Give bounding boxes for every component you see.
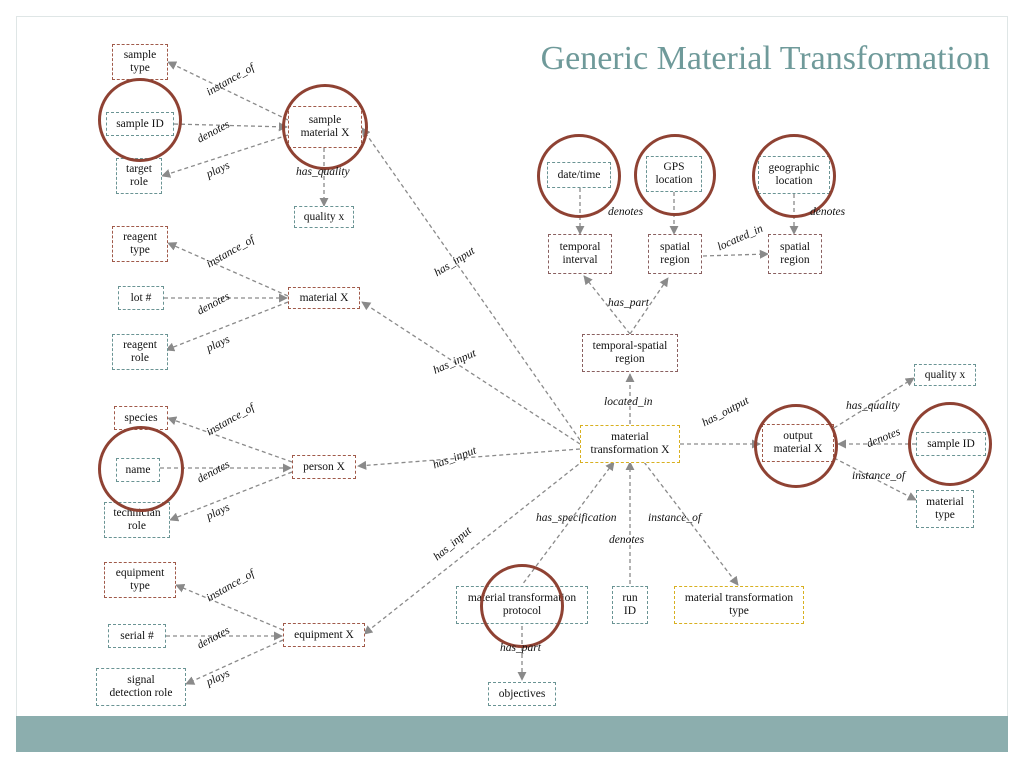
edge-located-in-top (702, 249, 769, 259)
node-objectives: objectives (488, 682, 556, 706)
node-quality-x-right: quality x (914, 364, 976, 386)
edge-plays-1 (161, 134, 289, 178)
node-temporal-interval: temporal interval (548, 234, 612, 274)
node-material-type: material type (916, 490, 974, 528)
node-spatial-region-2: spatial region (768, 234, 822, 274)
edge-instance-of-1 (167, 61, 289, 121)
node-person-x: person X (292, 455, 356, 479)
highlight-circle-gps (634, 134, 716, 216)
edge-instance-of-mt (643, 461, 739, 586)
highlight-circle-geographic (752, 134, 836, 218)
node-signal-role: signal detection role (96, 668, 186, 706)
label-has-part-top: has_part (608, 297, 649, 309)
label-located-in-mid: located_in (604, 396, 653, 408)
label-has-part-bottom: has_part (500, 642, 541, 654)
highlight-circle-name (98, 426, 184, 512)
node-equipment-x: equipment X (283, 623, 365, 647)
node-run-id: run ID (612, 586, 648, 624)
label-has-quality-2: has_quality (846, 400, 900, 412)
edge-has-quality-2 (833, 377, 915, 429)
node-spatial-region-1: spatial region (648, 234, 702, 274)
highlight-circle-output-material (754, 404, 838, 488)
footer-band (16, 716, 1008, 752)
node-reagent-role: reagent role (112, 334, 168, 370)
highlight-circle-sample-material (282, 84, 368, 170)
edge-has-input-1 (361, 127, 581, 441)
label-has-quality-1: has_quality (296, 166, 350, 178)
label-denotes-dt: denotes (608, 206, 644, 218)
node-equipment-type: equipment type (104, 562, 176, 598)
edge-instance-of-4 (175, 583, 284, 631)
edge-denotes-1 (173, 122, 288, 132)
edge-has-part-2 (629, 277, 669, 335)
edge-instance-of-2 (167, 242, 289, 297)
highlight-circle-sample-id-right (908, 402, 992, 486)
highlight-circle-sample-id (98, 78, 182, 162)
node-reagent-type: reagent type (112, 226, 168, 262)
node-serial: serial # (108, 624, 166, 648)
edge-plays-2 (165, 301, 289, 352)
node-material-x: material X (288, 287, 360, 309)
node-temporal-spatial-region: temporal-spatial region (582, 334, 678, 372)
edge-instance-of-3 (167, 416, 293, 463)
label-instance-of-right: instance_of (852, 470, 906, 482)
node-material-transformation-type: material transformation type (674, 586, 804, 624)
edge-has-part-1 (583, 275, 631, 335)
highlight-circle-date-time (537, 134, 621, 218)
edge-has-input-2 (361, 301, 581, 445)
node-quality-x-top: quality x (294, 206, 354, 228)
edge-plays-3 (169, 471, 293, 522)
node-material-transformation: material transformation X (580, 425, 680, 463)
label-denotes-geo: denotes (810, 206, 846, 218)
node-lot: lot # (118, 286, 164, 310)
edge-has-input-3 (357, 448, 581, 470)
edge-has-specification (521, 461, 615, 586)
edge-instance-of-right (833, 457, 917, 501)
label-denotes-run: denotes (609, 534, 645, 546)
label-instance-of-mt: instance_of (648, 512, 702, 524)
highlight-circle-protocol (480, 564, 564, 648)
node-sample-type: sample type (112, 44, 168, 80)
edge-has-input-4 (363, 459, 585, 635)
edge-plays-4 (185, 639, 284, 685)
node-target-role: target role (116, 158, 162, 194)
slide-title: Generic Material Transformation (540, 40, 990, 77)
label-has-specification: has_specification (536, 512, 617, 524)
